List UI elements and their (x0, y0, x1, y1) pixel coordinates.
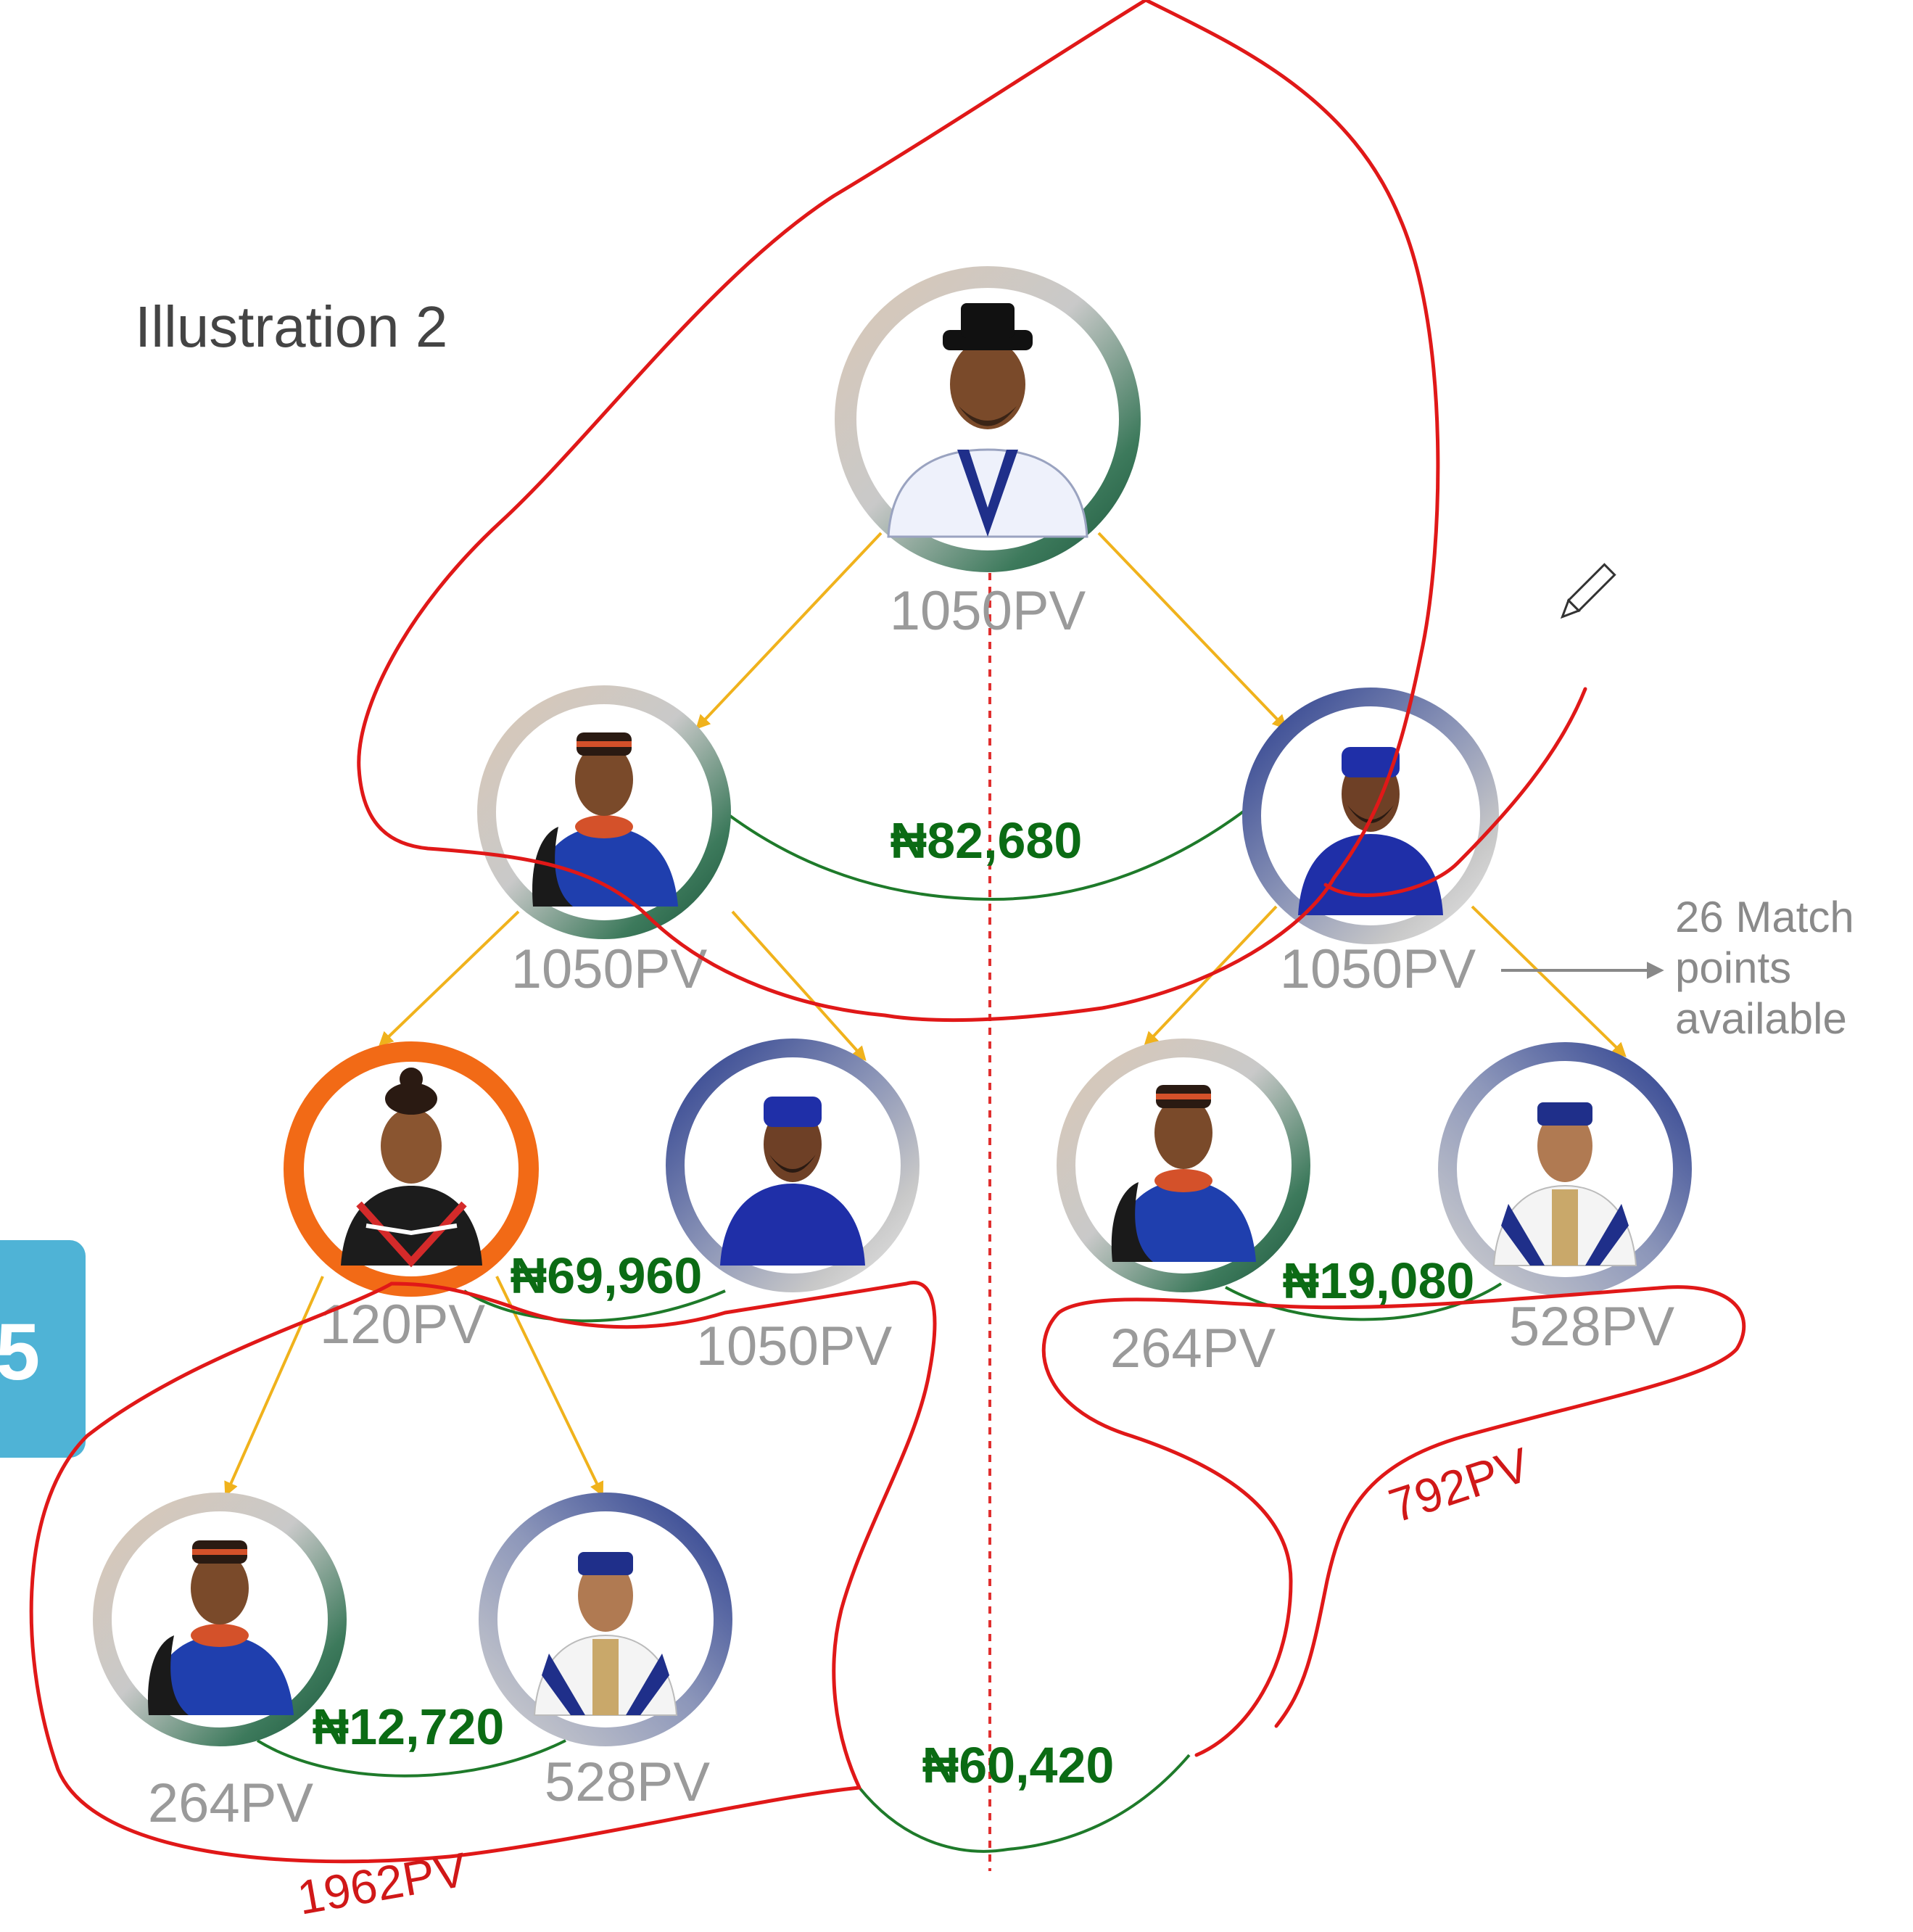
pv-label-l1-left: 1050PV (511, 938, 708, 1000)
connector-root-right (1097, 532, 1287, 730)
avatar-node-l2-left-a[interactable] (284, 1041, 539, 1297)
pv-label-l1-right: 1050PV (1280, 938, 1476, 1000)
avatar-node-l3-a[interactable] (93, 1493, 347, 1746)
side-tab-label: 5 (0, 1308, 40, 1397)
pv-label-root: 1050PV (890, 580, 1086, 642)
woman-avatar-icon (148, 1540, 294, 1715)
annotation-right-total: 792PV (1382, 1437, 1535, 1533)
match-curve-legs (858, 1754, 1191, 1853)
pv-label-l2-right-b: 528PV (1509, 1296, 1674, 1358)
woman-avatar-icon (1111, 1085, 1256, 1262)
man-in-vest-avatar-icon (533, 1552, 678, 1716)
annotation-right-loop (1041, 1285, 1746, 1757)
connector-right-right (1471, 905, 1627, 1057)
pencil-cursor-icon (1560, 563, 1616, 619)
match-amount-l2-left: ₦69,960 (511, 1247, 703, 1304)
woman-with-beads-avatar-icon (341, 1068, 482, 1268)
man-in-cap-avatar-icon (1298, 747, 1443, 915)
match-curve-l1 (724, 807, 1249, 901)
annotation-right-stroke (1323, 687, 1587, 897)
pv-label-l2-left-a: 120PV (320, 1294, 485, 1355)
avatar-node-l1-left[interactable] (477, 685, 731, 939)
pv-label-l2-left-b: 1050PV (696, 1316, 893, 1377)
avatar-node-l2-right-b[interactable] (1438, 1042, 1692, 1296)
avatar-node-l2-right-a[interactable] (1057, 1039, 1310, 1292)
man-with-hat-avatar-icon (887, 303, 1088, 538)
tree-connectors (224, 532, 1627, 1497)
freehand-annotations (29, 0, 1746, 1864)
match-points-note: 26 Match points available (1675, 893, 1854, 1043)
match-amount-l3: ₦12,720 (313, 1698, 505, 1755)
annotation-left-total: 1962PV (294, 1842, 471, 1925)
annotation-top-loop (357, 0, 1440, 1023)
side-tab[interactable]: 5 (0, 1240, 86, 1458)
match-curve-l2-left (463, 1289, 726, 1323)
illustration-title: Illustration 2 (135, 294, 447, 359)
annotation-left-loop (29, 1281, 937, 1864)
svg-text:points: points (1675, 944, 1791, 992)
avatar-node-root[interactable] (835, 266, 1141, 572)
man-in-vest-avatar-icon (1492, 1102, 1637, 1266)
connector-left-left (379, 910, 520, 1046)
avatar-node-l3-b[interactable] (479, 1493, 732, 1746)
connector-l2-left (224, 1276, 324, 1497)
match-amount-legs: ₦60,420 (922, 1737, 1115, 1793)
pv-label-l2-right-a: 264PV (1110, 1318, 1276, 1379)
avatar-node-l2-left-b[interactable] (666, 1039, 920, 1292)
annotation-left-loop-top (389, 1281, 727, 1329)
connector-left-right (731, 910, 867, 1061)
match-amount-l1: ₦82,680 (891, 812, 1083, 869)
match-amount-l2-right: ₦19,080 (1283, 1252, 1475, 1309)
pv-label-l3-b: 528PV (545, 1751, 710, 1813)
connector-root-left (695, 532, 883, 730)
svg-text:26 Match: 26 Match (1675, 893, 1854, 941)
pv-label-l3-a: 264PV (148, 1772, 313, 1834)
svg-text:available: available (1675, 994, 1847, 1043)
match-curve-l3 (256, 1739, 566, 1778)
man-in-cap-avatar-icon (720, 1097, 865, 1266)
